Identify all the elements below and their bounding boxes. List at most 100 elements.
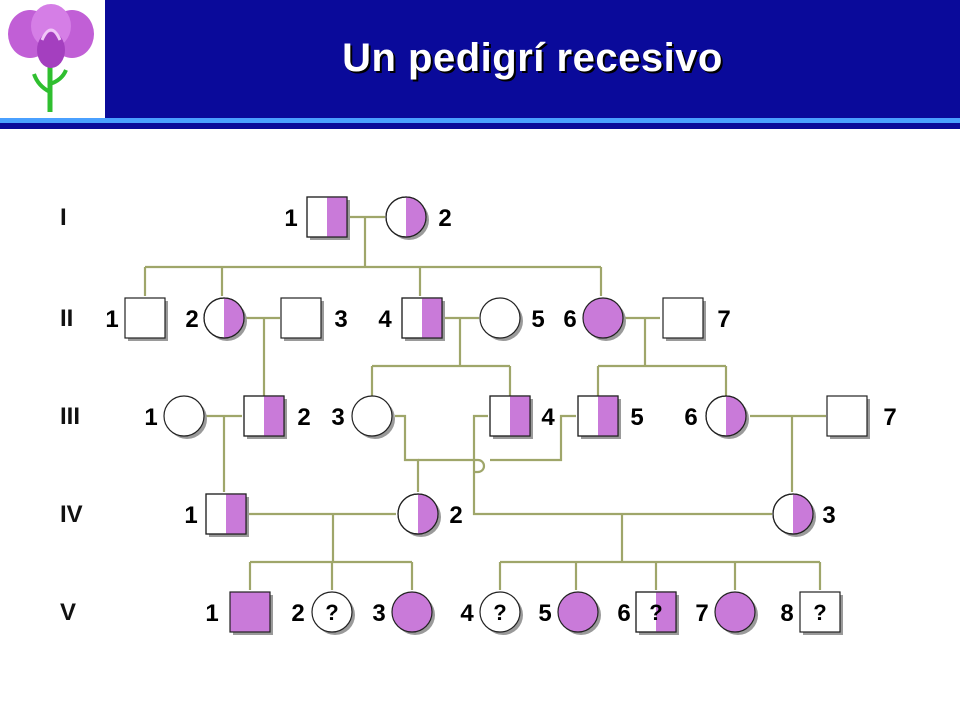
male-symbol	[229, 591, 271, 633]
male-square-iii-7: 7	[826, 395, 897, 439]
female-symbol	[391, 591, 433, 633]
carrier-half	[224, 298, 244, 338]
male-square-v-1: 1	[205, 591, 273, 635]
male-square-v-6: ?6	[617, 591, 679, 635]
individual-number: 8	[780, 600, 793, 627]
male-square-iv-1: 1	[184, 493, 249, 537]
male-square-v-8: ?8	[780, 591, 843, 635]
symbol-outline	[635, 591, 677, 633]
individual-number: 1	[205, 600, 218, 627]
male-square-iii-4: 4	[489, 395, 555, 439]
generation-label: IV	[60, 501, 83, 528]
male-square-i-1: 1	[284, 196, 350, 240]
female-circle-v-7: 7	[695, 591, 758, 635]
female-circle-i-2: 2	[385, 196, 452, 240]
header-rule-dark	[0, 123, 960, 129]
symbol-outline	[243, 395, 285, 437]
individual-number: 1	[184, 502, 197, 529]
male-symbol	[662, 297, 704, 339]
carrier-half	[793, 494, 813, 534]
symbol-outline	[205, 493, 247, 535]
carrier-half	[418, 494, 438, 534]
female-symbol	[351, 395, 393, 437]
symbol-outline	[203, 297, 245, 339]
symbol-outline	[306, 196, 348, 238]
individual-number: 7	[717, 306, 730, 333]
pedigree-lines	[143, 215, 826, 590]
female-circle-iii-6: 6	[684, 395, 749, 439]
individual-number: 2	[438, 205, 451, 232]
male-symbol	[826, 395, 868, 437]
generation-label: III	[60, 403, 80, 430]
individual-number: 1	[144, 404, 157, 431]
individual-number: 2	[185, 306, 198, 333]
male-symbol	[280, 297, 322, 339]
title-bar	[0, 0, 960, 118]
individual-number: 2	[449, 502, 462, 529]
male-square-ii-3: 3	[280, 297, 348, 341]
unknown-mark: ?	[649, 600, 662, 625]
symbol-outline	[577, 395, 619, 437]
individual-number: 1	[105, 306, 118, 333]
individual-number: 3	[331, 404, 344, 431]
female-circle-iii-1: 1	[144, 395, 207, 439]
individual-number: 4	[541, 404, 555, 431]
generation-label: V	[60, 599, 76, 626]
individual-number: 2	[291, 600, 304, 627]
unknown-mark: ?	[493, 600, 506, 625]
carrier-half	[226, 494, 246, 534]
female-circle-ii-6: 6	[563, 297, 626, 341]
symbol-outline	[401, 297, 443, 339]
individual-number: 1	[284, 205, 297, 232]
female-circle-v-2: ?2	[291, 591, 355, 635]
female-symbol	[311, 591, 353, 633]
logo	[0, 0, 105, 118]
male-square-ii-4: 4	[378, 297, 445, 341]
male-square-iii-2: 2	[243, 395, 311, 439]
female-symbol	[479, 297, 521, 339]
individual-number: 5	[538, 600, 551, 627]
male-symbol	[124, 297, 166, 339]
page-title: Un pedigrí recesivo	[342, 36, 723, 80]
female-symbol	[163, 395, 205, 437]
male-symbol	[799, 591, 841, 633]
carrier-half	[406, 197, 426, 237]
symbol-outline	[397, 493, 439, 535]
header-rule	[0, 118, 960, 123]
unknown-mark: ?	[325, 600, 338, 625]
male-square-iii-5: 5	[577, 395, 644, 439]
flower-icon	[8, 4, 94, 112]
symbol-outline	[489, 395, 531, 437]
carrier-half	[598, 396, 618, 436]
female-circle-v-5: 5	[538, 591, 601, 635]
male-square-ii-1: 1	[105, 297, 168, 341]
female-circle-ii-2: 2	[185, 297, 247, 341]
symbol-outline	[705, 395, 747, 437]
female-symbol	[714, 591, 756, 633]
generation-label: II	[60, 305, 73, 332]
symbol-outline	[772, 493, 814, 535]
individual-number: 7	[695, 600, 708, 627]
generation-label: I	[60, 204, 67, 231]
individual-number: 6	[563, 306, 576, 333]
carrier-half	[510, 396, 530, 436]
individual-number: 3	[822, 502, 835, 529]
carrier-half	[264, 396, 284, 436]
female-symbol	[557, 591, 599, 633]
carrier-half	[656, 592, 676, 632]
female-circle-iv-2: 2	[397, 493, 463, 537]
female-circle-iv-3: 3	[772, 493, 836, 537]
individual-number: 5	[630, 404, 643, 431]
individual-number: 2	[297, 404, 310, 431]
female-circle-ii-5: 5	[479, 297, 545, 341]
male-square-ii-7: 7	[662, 297, 731, 341]
unknown-mark: ?	[813, 600, 826, 625]
individual-number: 4	[378, 306, 392, 333]
symbol-outline	[385, 196, 427, 238]
individual-number: 3	[334, 306, 347, 333]
carrier-half	[327, 197, 347, 237]
individual-number: 5	[531, 306, 544, 333]
individual-number: 7	[883, 404, 896, 431]
